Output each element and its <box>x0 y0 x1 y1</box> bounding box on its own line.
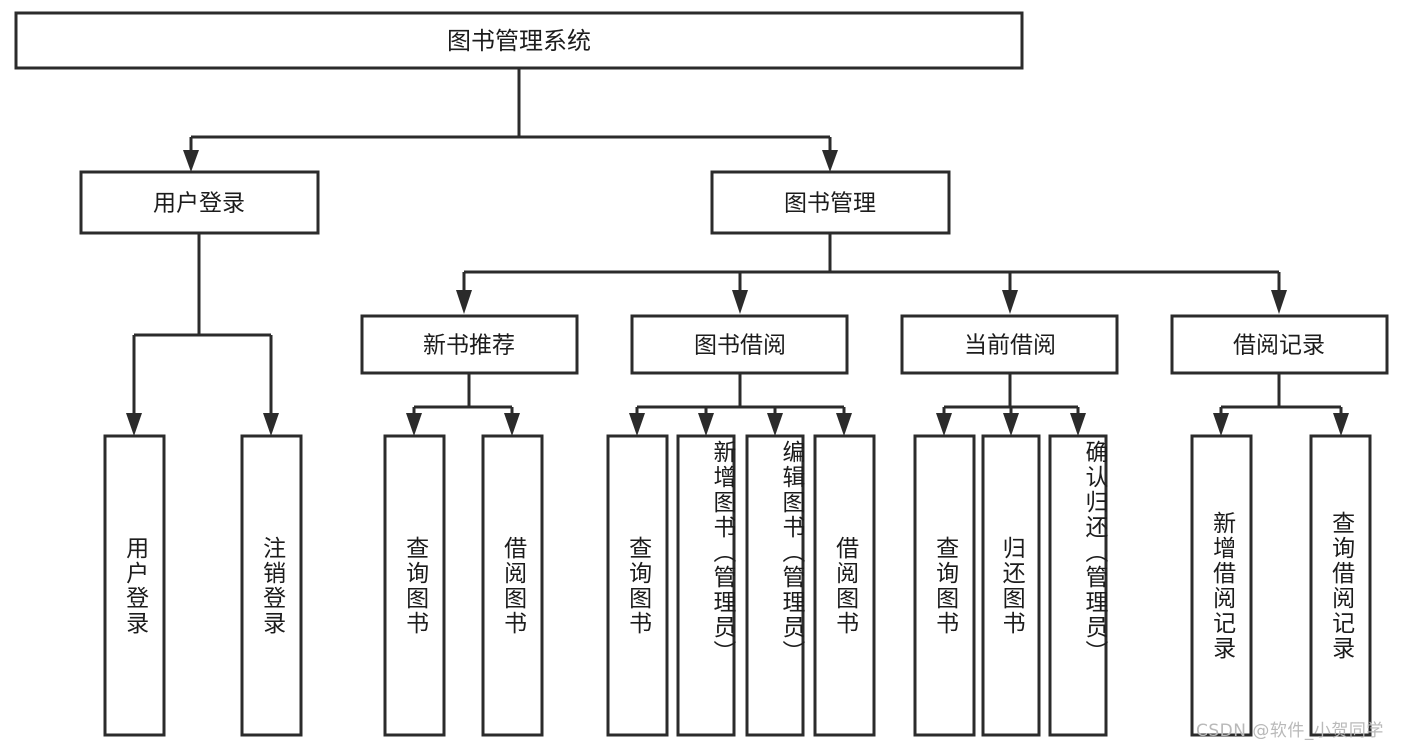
node-new-book-box[interactable] <box>360 314 579 375</box>
leaf-box-record-add[interactable] <box>1190 434 1253 737</box>
node-current-borrow-box[interactable] <box>900 314 1119 375</box>
arrowhead-book-to-new <box>456 290 472 314</box>
node-borrow-record-label: 借阅记录 <box>1233 333 1325 359</box>
leaf-box-current-query[interactable] <box>913 434 976 737</box>
leaf-box-newbook-query[interactable] <box>383 434 446 737</box>
arrowhead-current-to-l1 <box>936 413 952 436</box>
leaf-box-current-confirm[interactable] <box>1048 434 1108 737</box>
node-book-manage-box[interactable] <box>710 170 951 235</box>
node-root-box[interactable] <box>14 11 1024 70</box>
node-book-manage-label: 图书管理 <box>784 191 876 217</box>
leaf-box-user-logout[interactable] <box>240 434 303 737</box>
leaf-box-borrow-borrow[interactable] <box>813 434 876 737</box>
node-book-borrow-box[interactable] <box>630 314 849 375</box>
node-current-borrow-label: 当前借阅 <box>964 333 1056 359</box>
arrowhead-record-to-l1 <box>1213 413 1229 436</box>
node-new-book-label: 新书推荐 <box>423 333 515 359</box>
arrowhead-root-to-user <box>183 150 199 172</box>
arrowhead-book-to-borrow <box>732 290 748 314</box>
arrowhead-borrow-to-l3 <box>767 413 783 436</box>
node-root-label: 图书管理系统 <box>447 27 591 55</box>
arrowhead-borrow-to-l4 <box>836 413 852 436</box>
csdn-watermark: CSDN @软件_小贺同学 <box>1196 721 1384 741</box>
leaf-box-borrow-add[interactable] <box>676 434 736 737</box>
arrowhead-current-to-l2 <box>1003 413 1019 436</box>
arrowhead-user-to-leaf2 <box>263 413 279 436</box>
leaf-box-current-return[interactable] <box>981 434 1041 737</box>
leaf-box-borrow-edit[interactable] <box>745 434 805 737</box>
node-user-login-label: 用户登录 <box>153 191 245 217</box>
node-book-borrow-label: 图书借阅 <box>694 333 786 359</box>
arrowhead-user-to-leaf1 <box>126 413 142 436</box>
arrowhead-root-to-book <box>822 150 838 172</box>
arrowhead-borrow-to-l2 <box>698 413 714 436</box>
arrowhead-current-to-l3 <box>1070 413 1086 436</box>
arrowhead-record-to-l2 <box>1333 413 1349 436</box>
leaf-box-record-query[interactable] <box>1309 434 1372 737</box>
leaf-box-newbook-borrow[interactable] <box>481 434 544 737</box>
leaf-box-user-login[interactable] <box>103 434 166 737</box>
arrowhead-newbook-to-l2 <box>504 413 520 436</box>
arrowhead-book-to-record <box>1271 290 1287 314</box>
arrowhead-newbook-to-l1 <box>406 413 422 436</box>
arrowhead-book-to-current <box>1002 290 1018 314</box>
leaf-box-borrow-query[interactable] <box>606 434 669 737</box>
arrowhead-borrow-to-l1 <box>629 413 645 436</box>
node-borrow-record-box[interactable] <box>1170 314 1389 375</box>
